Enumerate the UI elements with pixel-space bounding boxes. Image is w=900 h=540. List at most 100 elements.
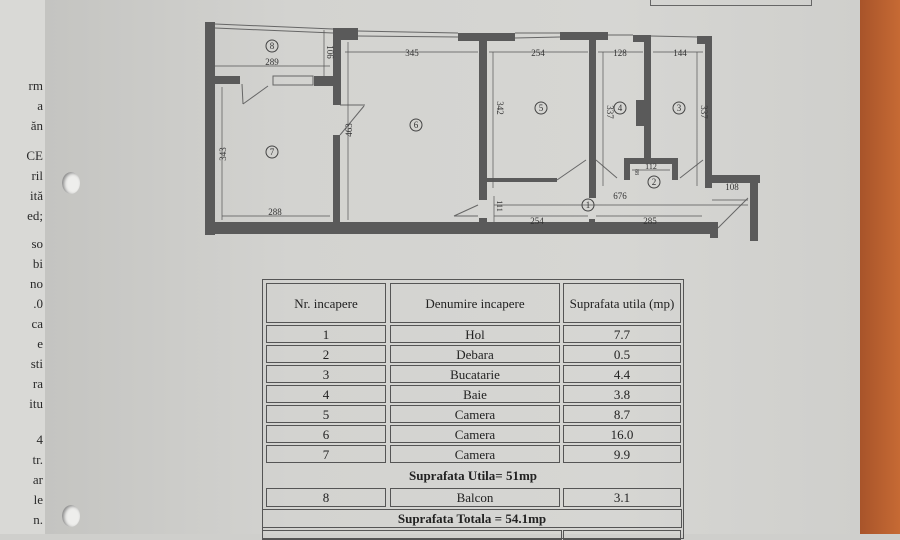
dim-room6-width: 345	[405, 48, 419, 58]
left-page-text-fragment: sti	[30, 356, 43, 371]
wall	[624, 158, 678, 164]
wall	[487, 178, 557, 182]
cell-area: 9.9	[563, 445, 681, 463]
left-page-text-fragment: rm	[28, 78, 43, 93]
wall	[672, 158, 678, 180]
wall	[560, 32, 608, 40]
cell-area: 7.7	[563, 325, 681, 343]
dim-hall-end: 108	[725, 182, 739, 192]
wall	[333, 135, 340, 225]
cell-nr: 7	[266, 445, 386, 463]
left-page-text-fragment: tr.	[32, 452, 43, 467]
dim-room7-depth: 343	[218, 147, 228, 161]
dimension-labels: 289 106 345 463 254 342 128 337 144 337 …	[218, 45, 739, 226]
balcony-cell-nr: 8	[266, 488, 386, 507]
subtotal-useful-area: Suprafata Utila= 51mp	[408, 468, 538, 483]
dim-hall-length: 676	[613, 191, 627, 201]
room-labels: 1 2 3 4 5 6 7 8	[265, 39, 686, 212]
cell-name: Camera	[390, 425, 560, 443]
wall	[589, 38, 596, 198]
room-label-2: 2	[647, 175, 661, 189]
svg-text:7: 7	[270, 147, 275, 157]
svg-text:1: 1	[586, 200, 591, 210]
wall	[633, 35, 651, 42]
svg-text:8: 8	[270, 41, 275, 51]
left-page-text-fragment: ar	[32, 472, 43, 487]
cell-name: Camera	[390, 405, 560, 423]
svg-text:6: 6	[414, 120, 419, 130]
cell-area: 3.8	[563, 385, 681, 403]
cell-nr: 5	[266, 405, 386, 423]
header-name: Denumire incapere	[390, 283, 560, 323]
left-page-text-fragment: a	[37, 98, 43, 113]
dim-room7-width: 288	[268, 207, 282, 217]
dim-balcony-depth: 106	[325, 45, 335, 59]
wall	[750, 175, 758, 241]
wall	[589, 219, 595, 225]
header-nr: Nr. incapere	[266, 283, 386, 323]
svg-text:4: 4	[618, 103, 623, 113]
dim-balcony-width: 289	[265, 57, 279, 67]
cell-nr: 2	[266, 345, 386, 363]
left-page-text-fragment: ăn	[30, 118, 43, 133]
header-area: Suprafata utila (mp)	[563, 283, 681, 323]
room-label-5: 5	[534, 101, 548, 115]
total-area: Suprafata Totala = 54.1mp	[262, 509, 682, 528]
svg-text:3: 3	[677, 103, 682, 113]
wall	[458, 33, 515, 41]
dim-room5-width: 254	[531, 48, 545, 58]
wall	[705, 175, 760, 183]
dim-room3-width: 144	[673, 48, 687, 58]
left-page-text-fragment: CE	[26, 148, 43, 163]
balcony-cell-name: Balcon	[390, 488, 560, 507]
room-label-6: 6	[409, 118, 423, 132]
wall	[479, 38, 487, 200]
left-page-text-fragment: no	[30, 276, 43, 291]
floor-plan: 289 106 345 463 254 342 128 337 144 337 …	[205, 22, 760, 241]
wall	[644, 38, 651, 162]
cell-name: Debara	[390, 345, 560, 363]
left-page-text-fragment: so	[31, 236, 43, 251]
cell-area: 0.5	[563, 345, 681, 363]
windows	[214, 23, 749, 229]
cell-name: Baie	[390, 385, 560, 403]
walls	[205, 22, 760, 241]
room-label-7: 7	[265, 145, 279, 159]
wall	[636, 100, 646, 126]
balcony-cell-area: 3.1	[563, 488, 681, 507]
dim-room5-depth: 342	[495, 101, 505, 115]
left-page-text-fragment: ra	[32, 376, 43, 391]
cell-nr: 1	[266, 325, 386, 343]
room-label-8: 8	[265, 39, 279, 53]
dim-storage-depth: 88	[633, 169, 639, 175]
top-box-edge	[650, 0, 812, 6]
left-page-text-fragment: le	[33, 492, 43, 507]
left-page-text-fragment: itu	[29, 396, 43, 411]
left-page-text-fragment: .0	[33, 296, 43, 311]
cell-area: 16.0	[563, 425, 681, 443]
dim-room3-depth: 337	[699, 105, 709, 119]
cell-name: Hol	[390, 325, 560, 343]
partial-row	[563, 530, 681, 540]
cell-area: 4.4	[563, 365, 681, 383]
left-page-text-fragment: ită	[30, 188, 43, 203]
dim-room4-width: 128	[613, 48, 627, 58]
wall	[697, 36, 712, 44]
left-page-text-fragment: ca	[31, 316, 43, 331]
wall	[710, 224, 718, 238]
dim-room6-depth: 463	[344, 123, 354, 137]
dim-room4-depth: 337	[605, 105, 615, 119]
wall	[333, 28, 341, 105]
left-page-text-fragment: e	[37, 336, 43, 351]
wall	[205, 22, 215, 26]
partial-row	[262, 530, 562, 540]
punch-hole	[62, 505, 80, 527]
wall	[205, 222, 718, 234]
left-page-text-fragment: 4	[36, 432, 44, 447]
wall	[314, 76, 339, 86]
dim-hall-seg2: 285	[643, 216, 657, 226]
dim-storage-width: 112	[645, 162, 657, 171]
dim-hall-seg1: 254	[530, 216, 544, 226]
wall	[624, 158, 630, 180]
cell-name: Bucatarie	[390, 365, 560, 383]
